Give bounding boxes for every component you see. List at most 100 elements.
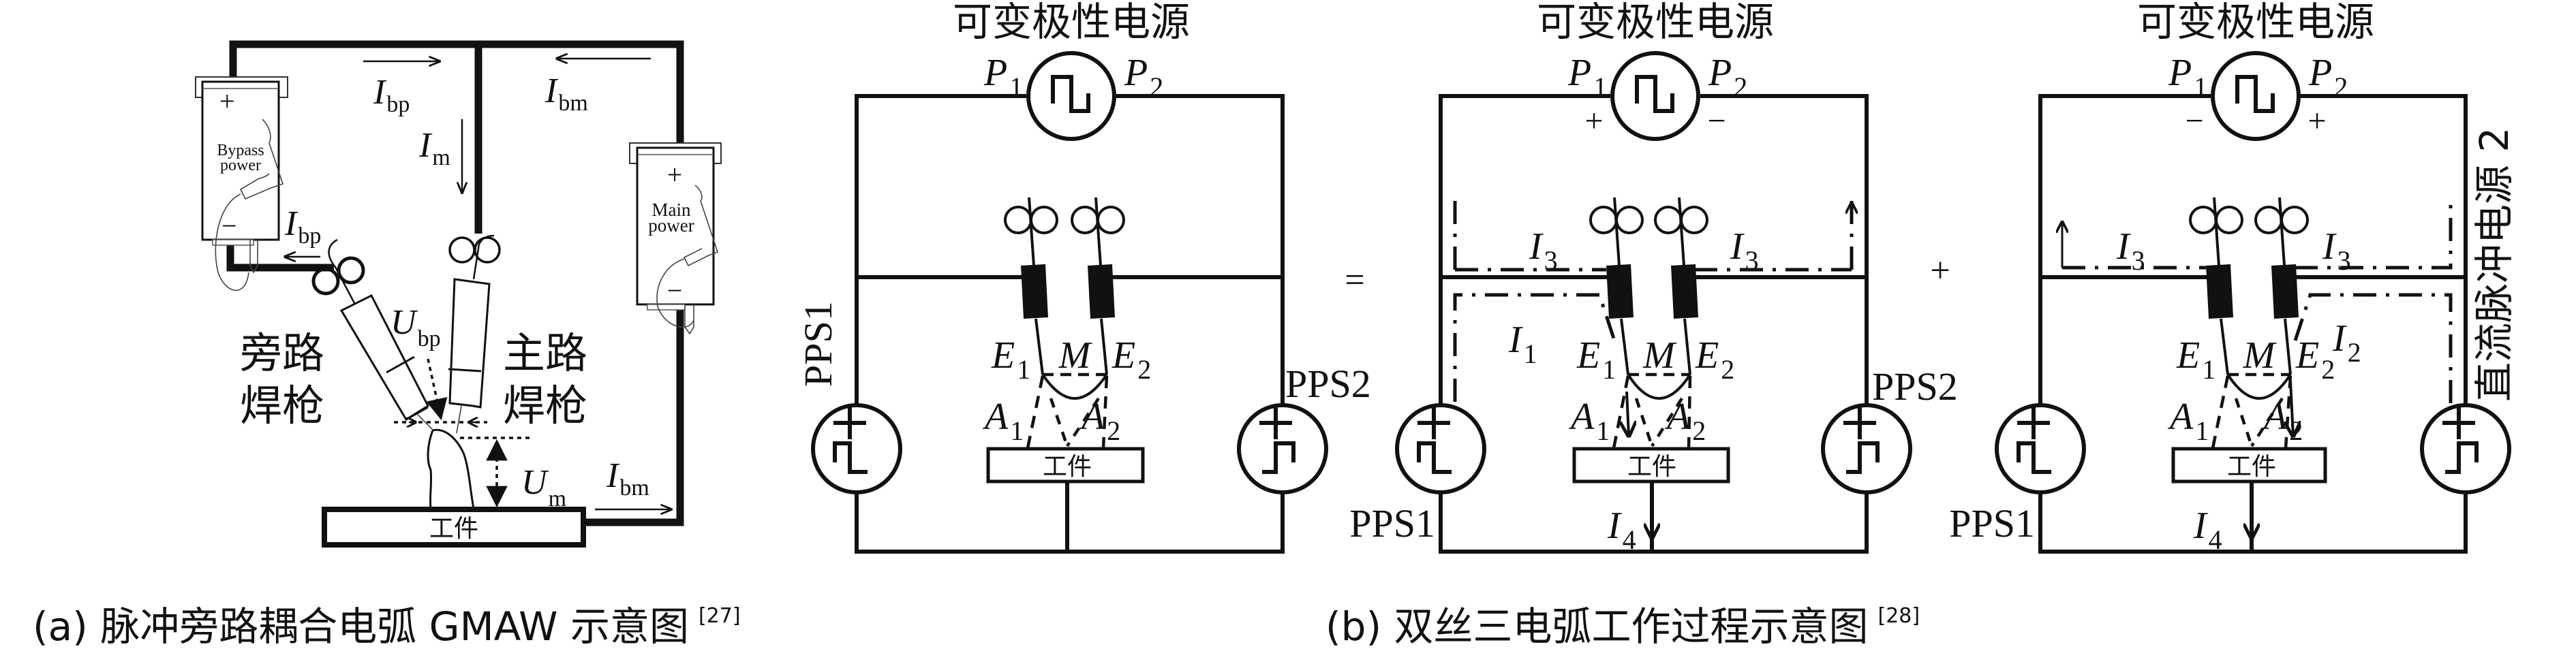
- label-e1-main: E: [2176, 334, 2200, 377]
- wire-top-loop: [2038, 94, 2468, 404]
- label-a1: A1: [982, 396, 1024, 446]
- pulse-wave: [1846, 441, 1880, 474]
- pulse-source-circle: [1395, 403, 1486, 494]
- pulse-source-circle: [1237, 403, 1328, 494]
- main-power-label-2: power: [648, 215, 694, 236]
- label-a1-main: A: [2167, 396, 2194, 438]
- pulse-source-circle: [2420, 403, 2511, 494]
- arc-a1: [1612, 375, 1630, 449]
- label-a2: A2: [1664, 396, 1706, 446]
- label-p2: P2: [2308, 52, 2348, 102]
- label-a2-main: A: [1664, 396, 1691, 438]
- label-a1-sub: 1: [2195, 415, 2209, 446]
- square-wave-circle-icon: [1610, 51, 1700, 141]
- label-i3-left-sub: 3: [2132, 245, 2145, 276]
- roller: [1615, 206, 1644, 234]
- label-m: M: [1058, 334, 1093, 377]
- roller: [1097, 206, 1125, 234]
- plus-mark: [1843, 407, 1876, 439]
- label-e1: E1: [2176, 334, 2215, 385]
- pulse-wave-circle-icon: [811, 403, 902, 494]
- label-i1: I1: [1508, 319, 1537, 369]
- label-a2: A2: [2261, 396, 2303, 446]
- left-source-label: PPS1: [796, 301, 840, 387]
- workpiece-label: 工件: [2227, 453, 2276, 481]
- label-i4-sub: 4: [2209, 524, 2222, 555]
- label-i2: I2: [2332, 317, 2361, 368]
- workpiece-label: 工件: [1043, 453, 1092, 481]
- label-p1-main: P: [2168, 52, 2192, 94]
- left-source-label: PPS1: [1349, 501, 1435, 545]
- label-a1-main: A: [982, 396, 1009, 438]
- label-e2-main: E: [1695, 334, 1719, 377]
- bypass-torch-label-2: 焊枪: [240, 381, 324, 430]
- main-roller-pair-icon: [448, 236, 501, 264]
- filler-wire: [1678, 197, 1685, 266]
- p1-polarity: +: [1584, 103, 1603, 139]
- plus-mark: [2442, 407, 2475, 439]
- main-power-supply: + Main power −: [629, 142, 722, 335]
- label-i3-left: I3: [2116, 225, 2145, 276]
- plus-sign: +: [1930, 251, 1950, 290]
- contact-tube-icon: [1671, 264, 1698, 319]
- electrode-wire: [1034, 318, 1044, 375]
- bypass-power-label-1: Bypass: [217, 142, 264, 159]
- left-source-label: PPS1: [1949, 501, 2035, 545]
- roller: [2189, 206, 2218, 234]
- main-wire: [472, 234, 495, 280]
- bypass-plus-sign: +: [219, 86, 235, 116]
- label-ibm-top: Ibm: [545, 72, 588, 116]
- plus-mark: [1259, 407, 1292, 439]
- arc-plume: [427, 428, 475, 509]
- main-plus-sign: +: [667, 159, 683, 190]
- right-source-label: PPS2: [1872, 364, 1958, 409]
- ac-source-label: 可变极性电源: [953, 0, 1190, 45]
- label-im: Im: [418, 126, 450, 170]
- label-p2: P2: [1708, 52, 1747, 102]
- arc-bridge: [1041, 373, 1108, 400]
- label-i1-sub: 1: [1524, 338, 1537, 369]
- arc-bridge: [2226, 373, 2292, 400]
- arc-a2: [1687, 375, 1692, 449]
- workpiece-a: [322, 507, 586, 548]
- bypass-power-label-2: power: [220, 157, 261, 174]
- label-ibp-low: Ibp: [284, 204, 321, 249]
- electrode-wire: [1100, 318, 1108, 375]
- pulse-wave: [1262, 441, 1295, 474]
- label-i3-right-main: I: [2322, 225, 2337, 268]
- label-i4: I4: [1607, 505, 1636, 555]
- contact-tube-icon: [1088, 264, 1115, 319]
- label-um: Um: [521, 463, 566, 511]
- main-torch-label-1: 主路: [503, 328, 587, 378]
- square-wave: [2235, 75, 2275, 113]
- label-a2-sub: 2: [1107, 415, 1120, 446]
- wire-top: [229, 40, 684, 148]
- roller: [1004, 206, 1032, 234]
- label-p1-main: P: [1567, 52, 1591, 94]
- contact-tube-icon: [2206, 264, 2233, 319]
- label-p1-main: P: [983, 52, 1007, 94]
- label-e1-sub: 1: [1602, 354, 1616, 385]
- label-i4-main: I: [2193, 505, 2208, 547]
- square-wave-circle-icon: [2211, 51, 2301, 141]
- contact-tube-icon: [1606, 264, 1634, 319]
- filler-wire: [1094, 197, 1102, 266]
- label-p1-sub: 1: [1009, 72, 1023, 102]
- label-a2-sub: 2: [1692, 415, 1706, 446]
- label-i2-main: I: [2332, 317, 2347, 360]
- label-p1: P1: [2168, 52, 2207, 102]
- label-a1-sub: 1: [1596, 415, 1610, 446]
- label-i3-right-sub: 3: [2337, 245, 2351, 276]
- pulse-wave-circle-icon: [1395, 403, 1486, 494]
- pulse-wave: [1417, 441, 1452, 474]
- label-i3-right-main: I: [1730, 225, 1745, 268]
- label-p2-sub: 2: [2334, 72, 2348, 102]
- p2-polarity: −: [1707, 103, 1726, 139]
- main-minus-sign: −: [667, 275, 683, 306]
- label-p1: P1: [1567, 52, 1607, 102]
- label-i3-left-sub: 3: [1544, 245, 1558, 276]
- label-e2-sub: 2: [1721, 354, 1734, 385]
- square-wave-circle-icon: [1026, 51, 1116, 141]
- label-p1-sub: 1: [2194, 72, 2207, 102]
